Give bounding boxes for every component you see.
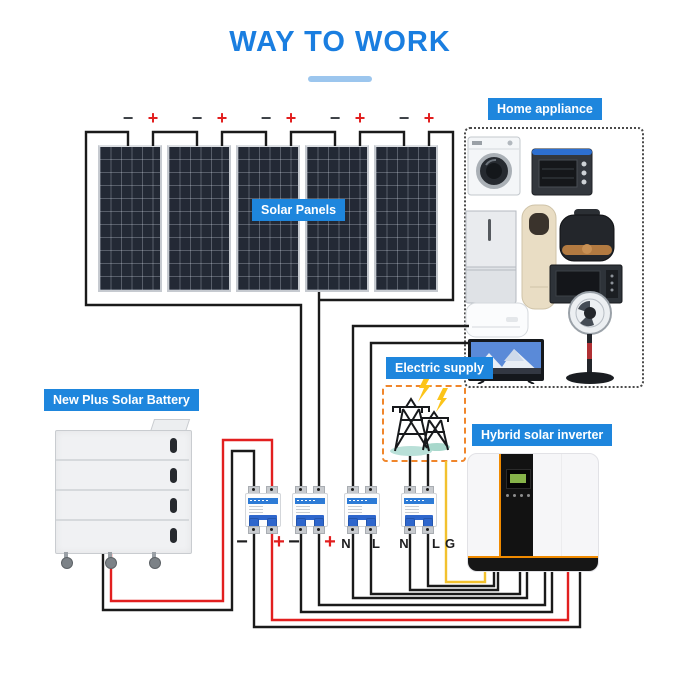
terminal-label: − [122,108,134,128]
breaker-label: − [236,531,248,553]
page-title: WAY TO WORK [229,26,451,58]
breaker-grid [401,486,437,534]
breaker-pv [292,486,328,534]
caster-icon [60,552,73,569]
inverter-label: Hybrid solar inverter [472,424,613,446]
breaker-label: L [372,536,380,551]
breaker-load [344,486,380,534]
terminal-label: + [423,108,435,128]
oven-icon [531,148,593,196]
wire-panel-bracket [151,130,406,146]
battery-label: New Plus Solar Battery [44,389,199,411]
terminal-label: + [216,108,228,128]
breaker-label: N [341,536,351,551]
solar-panel [98,145,162,292]
breaker-label: N [399,536,409,551]
inverter-buttons [506,494,530,498]
breaker-label: G [444,536,456,551]
solar-panel [167,145,231,292]
electric-supply-box [382,385,466,462]
battery-module [56,521,189,549]
floor-ac-icon [521,204,557,310]
home-appliance-label: Home appliance [488,98,602,120]
battery-module [56,461,189,491]
battery-module [56,431,189,461]
battery-module [56,491,189,521]
solar-panels-label: Solar Panels [252,199,346,221]
microwave-icon [549,264,623,304]
solar-panel [374,145,438,292]
terminal-label: + [285,108,297,128]
home-appliance-box [464,127,644,388]
inverter-display [506,469,531,489]
caster-icon [148,552,161,569]
breaker-battery [245,486,281,534]
battery-unit [55,419,192,554]
stand-fan-icon [566,291,614,384]
terminal-label: − [329,108,341,128]
breaker-label: − [288,531,300,553]
refrigerator-icon [465,210,517,304]
terminal-label: + [354,108,366,128]
rice-cooker-icon [559,209,615,262]
title-underline [308,76,372,82]
inverter-unit [467,453,599,572]
terminal-label: − [398,108,410,128]
electric-supply-label: Electric supply [386,357,493,379]
caster-icon [104,552,117,569]
terminal-label: − [260,108,272,128]
terminal-label: + [147,108,159,128]
home-appliance-icons [465,136,623,384]
wall-ac-icon [465,302,529,338]
terminal-label: − [191,108,203,128]
washing-machine-icon [467,136,521,196]
